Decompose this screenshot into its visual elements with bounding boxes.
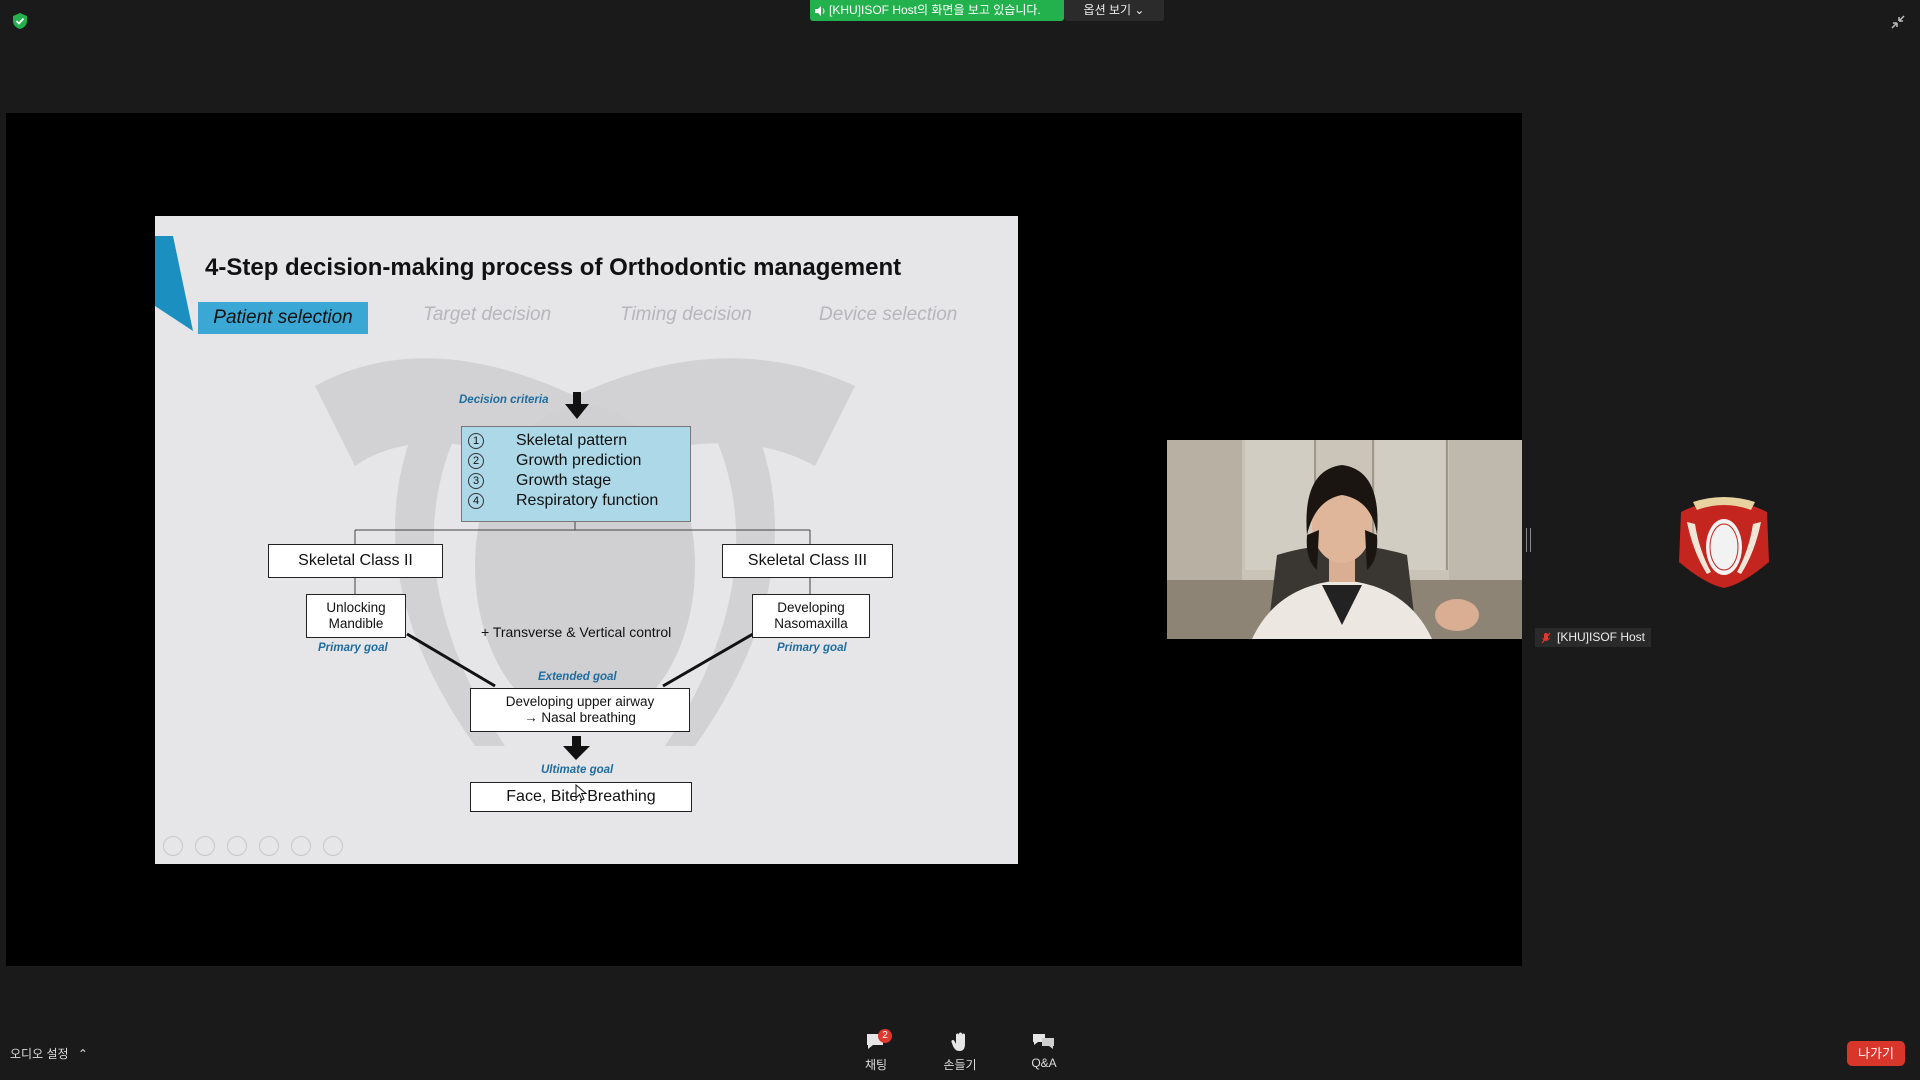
developing-line-2: Nasomaxilla [774, 616, 848, 631]
more-options-icon[interactable] [323, 836, 343, 856]
screen-share-banner: [KHU]ISOF Host의 화면을 보고 있습니다. [810, 0, 1064, 21]
extended-goal-label: Extended goal [538, 671, 617, 683]
criteria-text: Growth prediction [516, 452, 642, 469]
step-patient-selection: Patient selection [198, 302, 368, 334]
previous-slide-icon[interactable] [163, 836, 183, 856]
presentation-slide: 4-Step decision-making process of Orthod… [155, 216, 1018, 864]
criteria-item: 3 Growth stage [468, 471, 690, 491]
speaker-icon [815, 5, 825, 16]
organization-emblem-icon [1679, 497, 1769, 588]
slides-overview-icon[interactable] [259, 836, 279, 856]
qa-button[interactable]: Q&A [1016, 1032, 1072, 1076]
share-banner-text: [KHU]ISOF Host의 화면을 보고 있습니다. [829, 3, 1041, 17]
mic-muted-icon [1541, 632, 1551, 643]
chat-label: 채팅 [864, 1058, 888, 1072]
participant-name-tag: [KHU]ISOF Host [1535, 628, 1652, 647]
participant-video[interactable] [1167, 440, 1522, 639]
chevron-up-icon: ⌃ [77, 1047, 88, 1061]
developing-nasomaxilla-box: Developing Nasomaxilla [752, 594, 870, 638]
next-slide-icon[interactable] [195, 836, 215, 856]
slide-accent-shape [155, 236, 193, 331]
step-device-selection: Device selection [819, 304, 958, 325]
criteria-text: Respiratory function [516, 492, 659, 509]
slide-title: 4-Step decision-making process of Orthod… [205, 254, 902, 281]
primary-goal-left-label: Primary goal [318, 642, 388, 654]
down-arrow-icon [563, 736, 590, 760]
resize-handle[interactable] [1526, 528, 1531, 552]
step-target-decision: Target decision [423, 304, 552, 325]
primary-goal-right-label: Primary goal [777, 642, 847, 654]
chat-badge: 2 [878, 1029, 892, 1043]
qa-label: Q&A [1031, 1056, 1057, 1070]
criteria-text: Growth stage [516, 472, 612, 489]
leave-button[interactable]: 나가기 [1847, 1041, 1905, 1066]
skeletal-class-2-text: Skeletal Class II [298, 552, 413, 569]
transverse-vertical-text: + Transverse & Vertical control [481, 624, 672, 640]
unlocking-line-2: Mandible [328, 616, 384, 631]
airway-line-2: → Nasal breathing [524, 710, 636, 725]
criteria-text: Skeletal pattern [516, 432, 628, 449]
pen-tool-icon[interactable] [227, 836, 247, 856]
criteria-number: 4 [468, 493, 484, 509]
chat-button[interactable]: 2 채팅 [848, 1029, 904, 1076]
chevron-down-icon: ⌄ [1134, 3, 1145, 17]
down-arrow-icon [565, 392, 589, 419]
raise-hand-icon [951, 1032, 965, 1051]
decision-criteria-label: Decision criteria [459, 394, 549, 406]
slide-controls [163, 836, 343, 856]
flowchart-connectors [354, 392, 811, 760]
skeletal-class-2-box: Skeletal Class II [268, 544, 443, 578]
criteria-item: 1 Skeletal pattern [468, 431, 690, 451]
participant-name: [KHU]ISOF Host [1557, 630, 1646, 644]
airway-line-1: Developing upper airway [505, 694, 655, 709]
ultimate-goal-label: Ultimate goal [541, 764, 614, 776]
criteria-number: 2 [468, 453, 484, 469]
unlocking-mandible-box: Unlocking Mandible [306, 594, 406, 638]
criteria-item: 4 Respiratory function [468, 491, 690, 511]
exit-fullscreen-icon[interactable] [1890, 14, 1906, 30]
raise-hand-label: 손들기 [943, 1058, 977, 1072]
criteria-number: 1 [468, 433, 484, 449]
raise-hand-button[interactable]: 손들기 [932, 1032, 988, 1076]
security-shield-icon[interactable] [12, 12, 28, 30]
audio-settings-label: 오디오 설정 [10, 1047, 69, 1061]
developing-line-1: Developing [777, 600, 845, 615]
video-frame [1167, 440, 1522, 639]
zoom-icon[interactable] [291, 836, 311, 856]
mouse-cursor-icon [575, 784, 588, 801]
upper-airway-box: Developing upper airway → Nasal breathin… [470, 688, 690, 732]
qa-icon [1033, 1034, 1054, 1049]
step-timing-decision: Timing decision [620, 304, 752, 325]
view-options-label: 옵션 보기 [1083, 3, 1132, 17]
criteria-box: 1 Skeletal pattern 2 Growth prediction 3… [461, 426, 691, 522]
skeletal-class-3-text: Skeletal Class III [747, 552, 868, 569]
skeletal-class-3-box: Skeletal Class III [722, 544, 893, 578]
unlocking-line-1: Unlocking [326, 600, 386, 615]
audio-settings-button[interactable]: 오디오 설정 ⌃ [10, 1045, 88, 1062]
criteria-item: 2 Growth prediction [468, 451, 690, 471]
criteria-number: 3 [468, 473, 484, 489]
view-options-button[interactable]: 옵션 보기 ⌄ [1064, 0, 1164, 21]
